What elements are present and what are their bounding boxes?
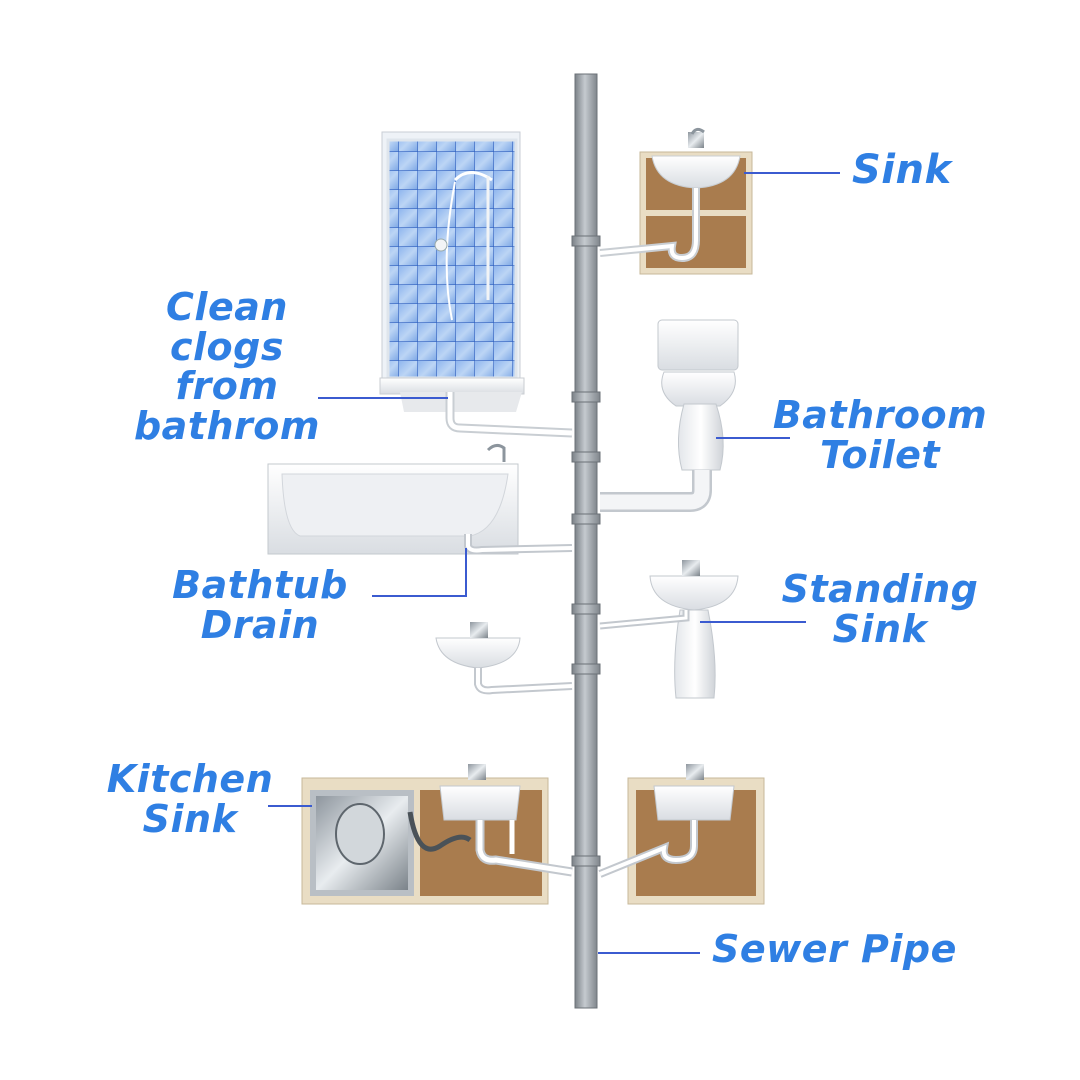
label-toilet-line-1: Bathroom bbox=[772, 393, 988, 437]
label-clean-clogs-line-3: from bbox=[175, 364, 279, 409]
label-sink: Sink bbox=[852, 147, 952, 193]
label-bathtub-line-2: Drain bbox=[200, 602, 320, 647]
sewer-pipe-stack bbox=[571, 73, 601, 1009]
label-standing-sink: Standing Sink bbox=[780, 567, 980, 651]
pedestal-sink-illustration bbox=[599, 560, 739, 699]
label-toilet-line-2: Toilet bbox=[819, 432, 941, 477]
bathtub-illustration bbox=[267, 443, 573, 555]
toilet-illustration bbox=[600, 319, 739, 512]
label-bathroom-toilet: Bathroom Toilet bbox=[770, 393, 990, 477]
label-standing-sink-line-1: Standing bbox=[781, 567, 979, 611]
label-bathtub-line-1: Bathtub bbox=[172, 563, 348, 607]
leader-lines bbox=[268, 172, 840, 954]
label-clean-clogs-line-2: clogs bbox=[170, 324, 284, 369]
kitchen-cabinet-illustration bbox=[301, 764, 765, 905]
label-clean-clogs: Clean clogs from bathrom bbox=[132, 285, 322, 448]
label-kitchen-sink: Kitchen Sink bbox=[100, 757, 280, 841]
label-kitchen-sink-line-2: Sink bbox=[142, 796, 238, 841]
label-clean-clogs-line-4: bathrom bbox=[133, 403, 320, 448]
sink-cabinet-illustration bbox=[599, 127, 753, 275]
label-clean-clogs-line-1: Clean bbox=[166, 285, 288, 329]
label-standing-sink-line-2: Sink bbox=[832, 606, 928, 651]
label-kitchen-sink-line-1: Kitchen bbox=[106, 757, 274, 801]
leader-bathtub bbox=[372, 548, 467, 597]
label-sewer-pipe: Sewer Pipe bbox=[712, 927, 957, 971]
label-bathtub-drain: Bathtub Drain bbox=[160, 563, 360, 647]
wall-sink-illustration bbox=[435, 622, 573, 695]
shower-illustration bbox=[379, 131, 573, 438]
